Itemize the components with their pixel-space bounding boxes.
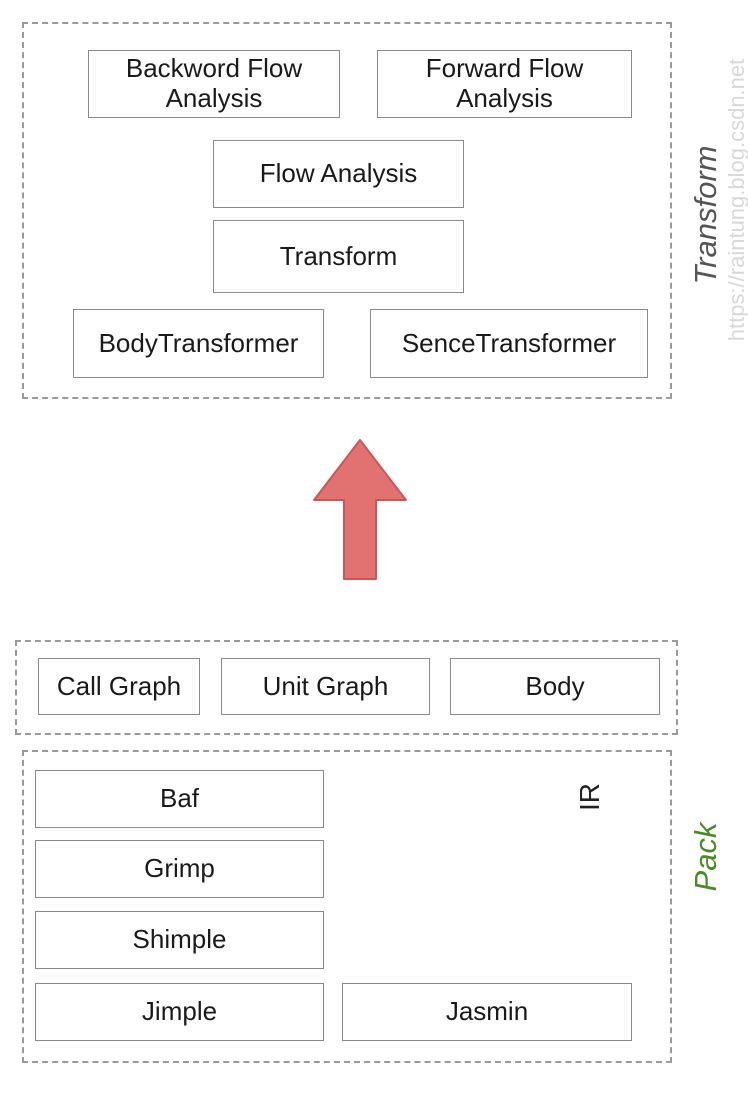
sence-transformer-box: SenceTransformer: [370, 309, 648, 378]
grimp-box: Grimp: [35, 840, 324, 898]
baf-box: Baf: [35, 770, 324, 828]
watermark: https://raintung.blog.csdn.net: [724, 58, 748, 342]
body-box: Body: [450, 658, 660, 715]
forward-flow-analysis-box: Forward Flow Analysis: [377, 50, 632, 118]
transform-group-label: Transform: [688, 145, 723, 285]
backword-flow-analysis-box: Backword Flow Analysis: [88, 50, 340, 118]
jimple-box: Jimple: [35, 983, 324, 1041]
jasmin-box: Jasmin: [342, 983, 632, 1041]
call-graph-box: Call Graph: [38, 658, 200, 715]
graph-group: [15, 640, 678, 735]
ir-label: IR: [574, 783, 605, 811]
transform-group: [22, 22, 672, 399]
unit-graph-box: Unit Graph: [221, 658, 430, 715]
pack-group-label: Pack: [688, 822, 723, 892]
pack-group: [22, 750, 672, 1063]
transform-box: Transform: [213, 220, 464, 293]
up-arrow-shape: [313, 439, 407, 580]
body-transformer-box: BodyTransformer: [73, 309, 324, 378]
shimple-box: Shimple: [35, 911, 324, 969]
flow-analysis-box: Flow Analysis: [213, 140, 464, 208]
up-arrow: [313, 439, 407, 580]
